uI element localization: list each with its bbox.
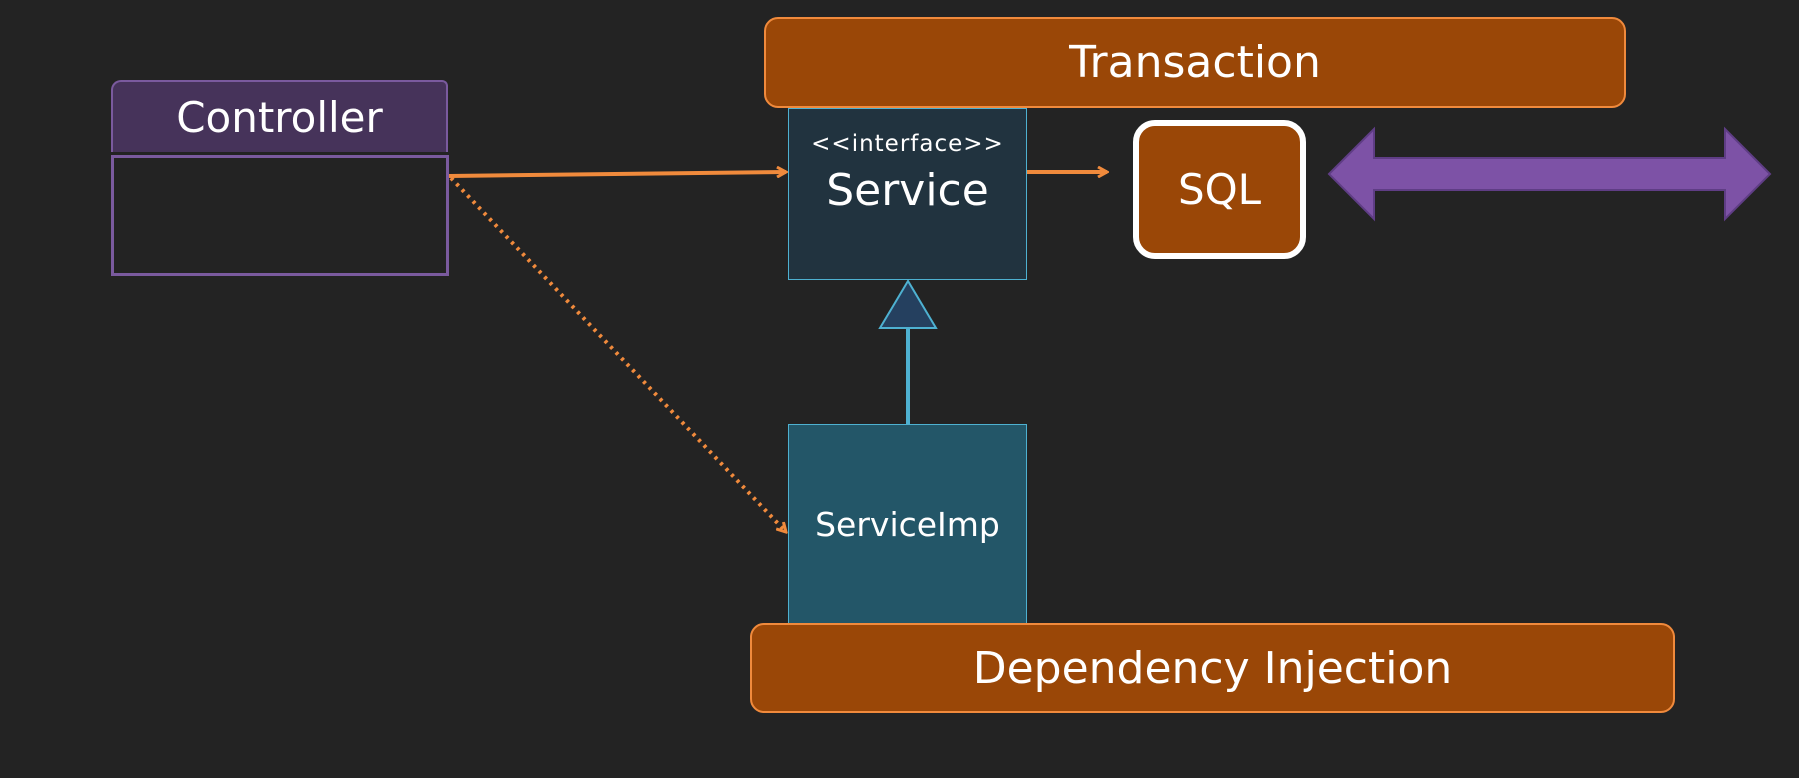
controller-to-service-arrow [448,172,786,176]
serviceimp-box: ServiceImp [788,424,1027,623]
controller-label: Controller [176,92,383,142]
realization-triangle-icon [878,279,938,329]
service-interface-box: <<interface>> Service [788,108,1027,280]
service-stereotype: <<interface>> [811,131,1004,157]
controller-header: Controller [111,80,448,152]
sql-label: SQL [1177,165,1262,214]
dependency-injection-label: Dependency Injection [972,642,1453,694]
transaction-bar: Transaction [764,17,1626,108]
transaction-label: Transaction [1069,37,1321,88]
sql-box: SQL [1133,120,1306,259]
dependency-injection-bar: Dependency Injection [750,623,1675,713]
controller-body [111,155,449,276]
controller-to-serviceimp-dotted-arrow [449,176,786,532]
double-headed-arrow-icon [1327,126,1772,222]
service-label: Service [826,165,989,216]
serviceimp-label: ServiceImp [815,504,1000,544]
